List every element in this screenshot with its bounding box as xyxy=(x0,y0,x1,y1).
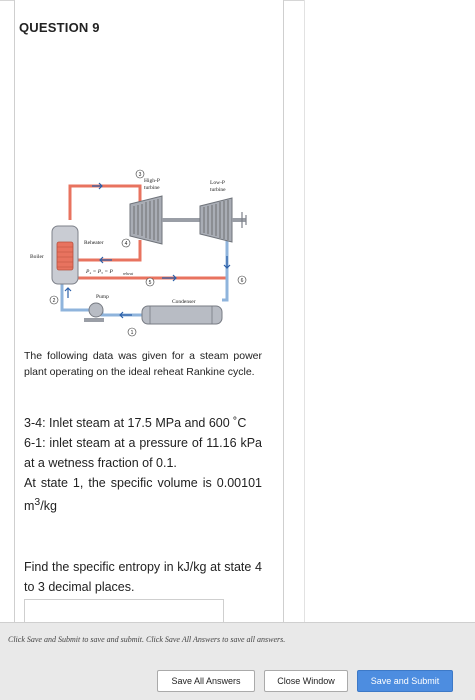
right-panel xyxy=(304,0,475,622)
label-reheater: Reheater xyxy=(84,240,104,246)
save-all-answers-button[interactable]: Save All Answers xyxy=(157,670,255,692)
label-high-p-2: turbine xyxy=(144,185,160,191)
state-6-marker: 6 xyxy=(241,278,244,284)
save-and-submit-button[interactable]: Save and Submit xyxy=(357,670,453,692)
state-2-marker: 2 xyxy=(53,298,56,304)
label-low-p-2: turbine xyxy=(210,187,226,193)
label-pressure-sub: reheat xyxy=(123,271,134,276)
boiler xyxy=(51,225,79,285)
question-prompt: Find the specific entropy in kJ/kg at st… xyxy=(24,560,262,594)
pipe-hp-to-reheater xyxy=(74,240,142,262)
label-low-p: Low-P xyxy=(210,180,225,186)
data-line-1: 3-4: Inlet steam at 17.5 MPa and 600 ˚C xyxy=(24,416,247,430)
data-line-3-sup: 3 xyxy=(34,497,41,508)
state-5-marker: 5 xyxy=(149,280,152,286)
footer-note: Click Save and Submit to save and submit… xyxy=(8,635,286,644)
pump xyxy=(84,302,104,322)
state-4-marker: 4 xyxy=(125,241,128,247)
low-p-turbine xyxy=(199,197,233,243)
data-line-3-prefix: At state 1, the specific volume is 0.001… xyxy=(24,476,262,514)
high-p-turbine xyxy=(129,195,163,245)
label-condenser: Condenser xyxy=(172,299,196,305)
label-boiler: Boiler xyxy=(30,254,44,260)
data-line-3-suffix: /kg xyxy=(40,499,57,514)
turbine-shaft xyxy=(162,218,200,222)
label-pump: Pump xyxy=(96,294,109,300)
question-title: QUESTION 9 xyxy=(19,20,100,35)
data-line-2: 6-1: inlet steam at a pressure of 11.16 … xyxy=(24,436,262,470)
close-window-button[interactable]: Close Window xyxy=(264,670,348,692)
state-1-marker: 1 xyxy=(131,330,134,336)
label-high-p: High-P xyxy=(144,178,160,184)
answer-input[interactable] xyxy=(24,599,224,623)
data-line-3: At state 1, the specific volume is 0.001… xyxy=(24,473,262,516)
pipe-boiler-to-hp xyxy=(68,184,142,220)
condenser xyxy=(141,305,223,325)
question-intro: The following data was given for a steam… xyxy=(24,350,262,378)
state-3-marker: 3 xyxy=(139,172,142,178)
pipe-lp-to-condenser xyxy=(222,240,229,302)
output-shaft xyxy=(232,218,246,222)
footer-bar: Click Save and Submit to save and submit… xyxy=(0,622,475,700)
question-data: 3-4: Inlet steam at 17.5 MPa and 600 ˚C … xyxy=(24,413,262,516)
pipe-pump-to-boiler xyxy=(60,278,90,312)
reheat-rankine-diagram: High-P turbine Low-P turbine Reheater Bo… xyxy=(30,169,247,337)
label-pressure-eq: P₄ = P₅ = P xyxy=(85,269,113,275)
